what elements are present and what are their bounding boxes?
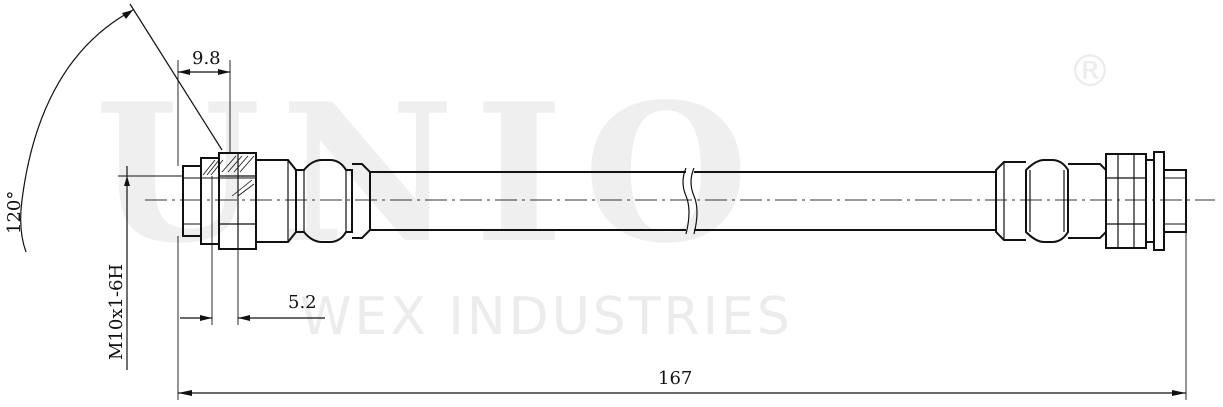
angle-leader bbox=[129, 3, 223, 151]
thread-depth-dimension: 5.2 bbox=[180, 176, 325, 325]
thread-dimension: M10x1-6H bbox=[106, 166, 183, 370]
flange-width-dimension: 9.8 bbox=[177, 48, 231, 166]
angle-label: 120° bbox=[4, 191, 25, 234]
right-thread-end bbox=[1163, 169, 1187, 233]
watermark-logo: UNIO bbox=[95, 62, 769, 285]
watermark-registered-mark: ® bbox=[1068, 46, 1112, 97]
section-hatch bbox=[202, 155, 255, 197]
flange-width-label: 9.8 bbox=[192, 48, 221, 69]
watermark-company: WEX INDUSTRIES bbox=[300, 287, 793, 347]
right-hex-nut bbox=[1105, 153, 1147, 249]
break-line-right bbox=[690, 167, 698, 235]
watermark: UNIO ® WEX INDUSTRIES bbox=[95, 46, 1112, 347]
right-male-fitting bbox=[1105, 151, 1187, 251]
hose-body bbox=[370, 167, 996, 235]
overall-length-dimension: 167 bbox=[177, 232, 1187, 400]
right-collar bbox=[1153, 151, 1165, 251]
left-ferrule bbox=[255, 159, 371, 243]
right-ferrule bbox=[995, 159, 1107, 243]
right-washer bbox=[1145, 159, 1155, 243]
overall-length-label: 167 bbox=[658, 368, 692, 389]
left-flare-nut bbox=[182, 152, 257, 250]
break-line-left bbox=[682, 167, 690, 235]
thread-depth-label: 5.2 bbox=[288, 292, 317, 313]
thread-spec-label: M10x1-6H bbox=[106, 264, 127, 360]
angle-dimension: 120° bbox=[4, 3, 223, 253]
angle-arc bbox=[20, 9, 134, 253]
